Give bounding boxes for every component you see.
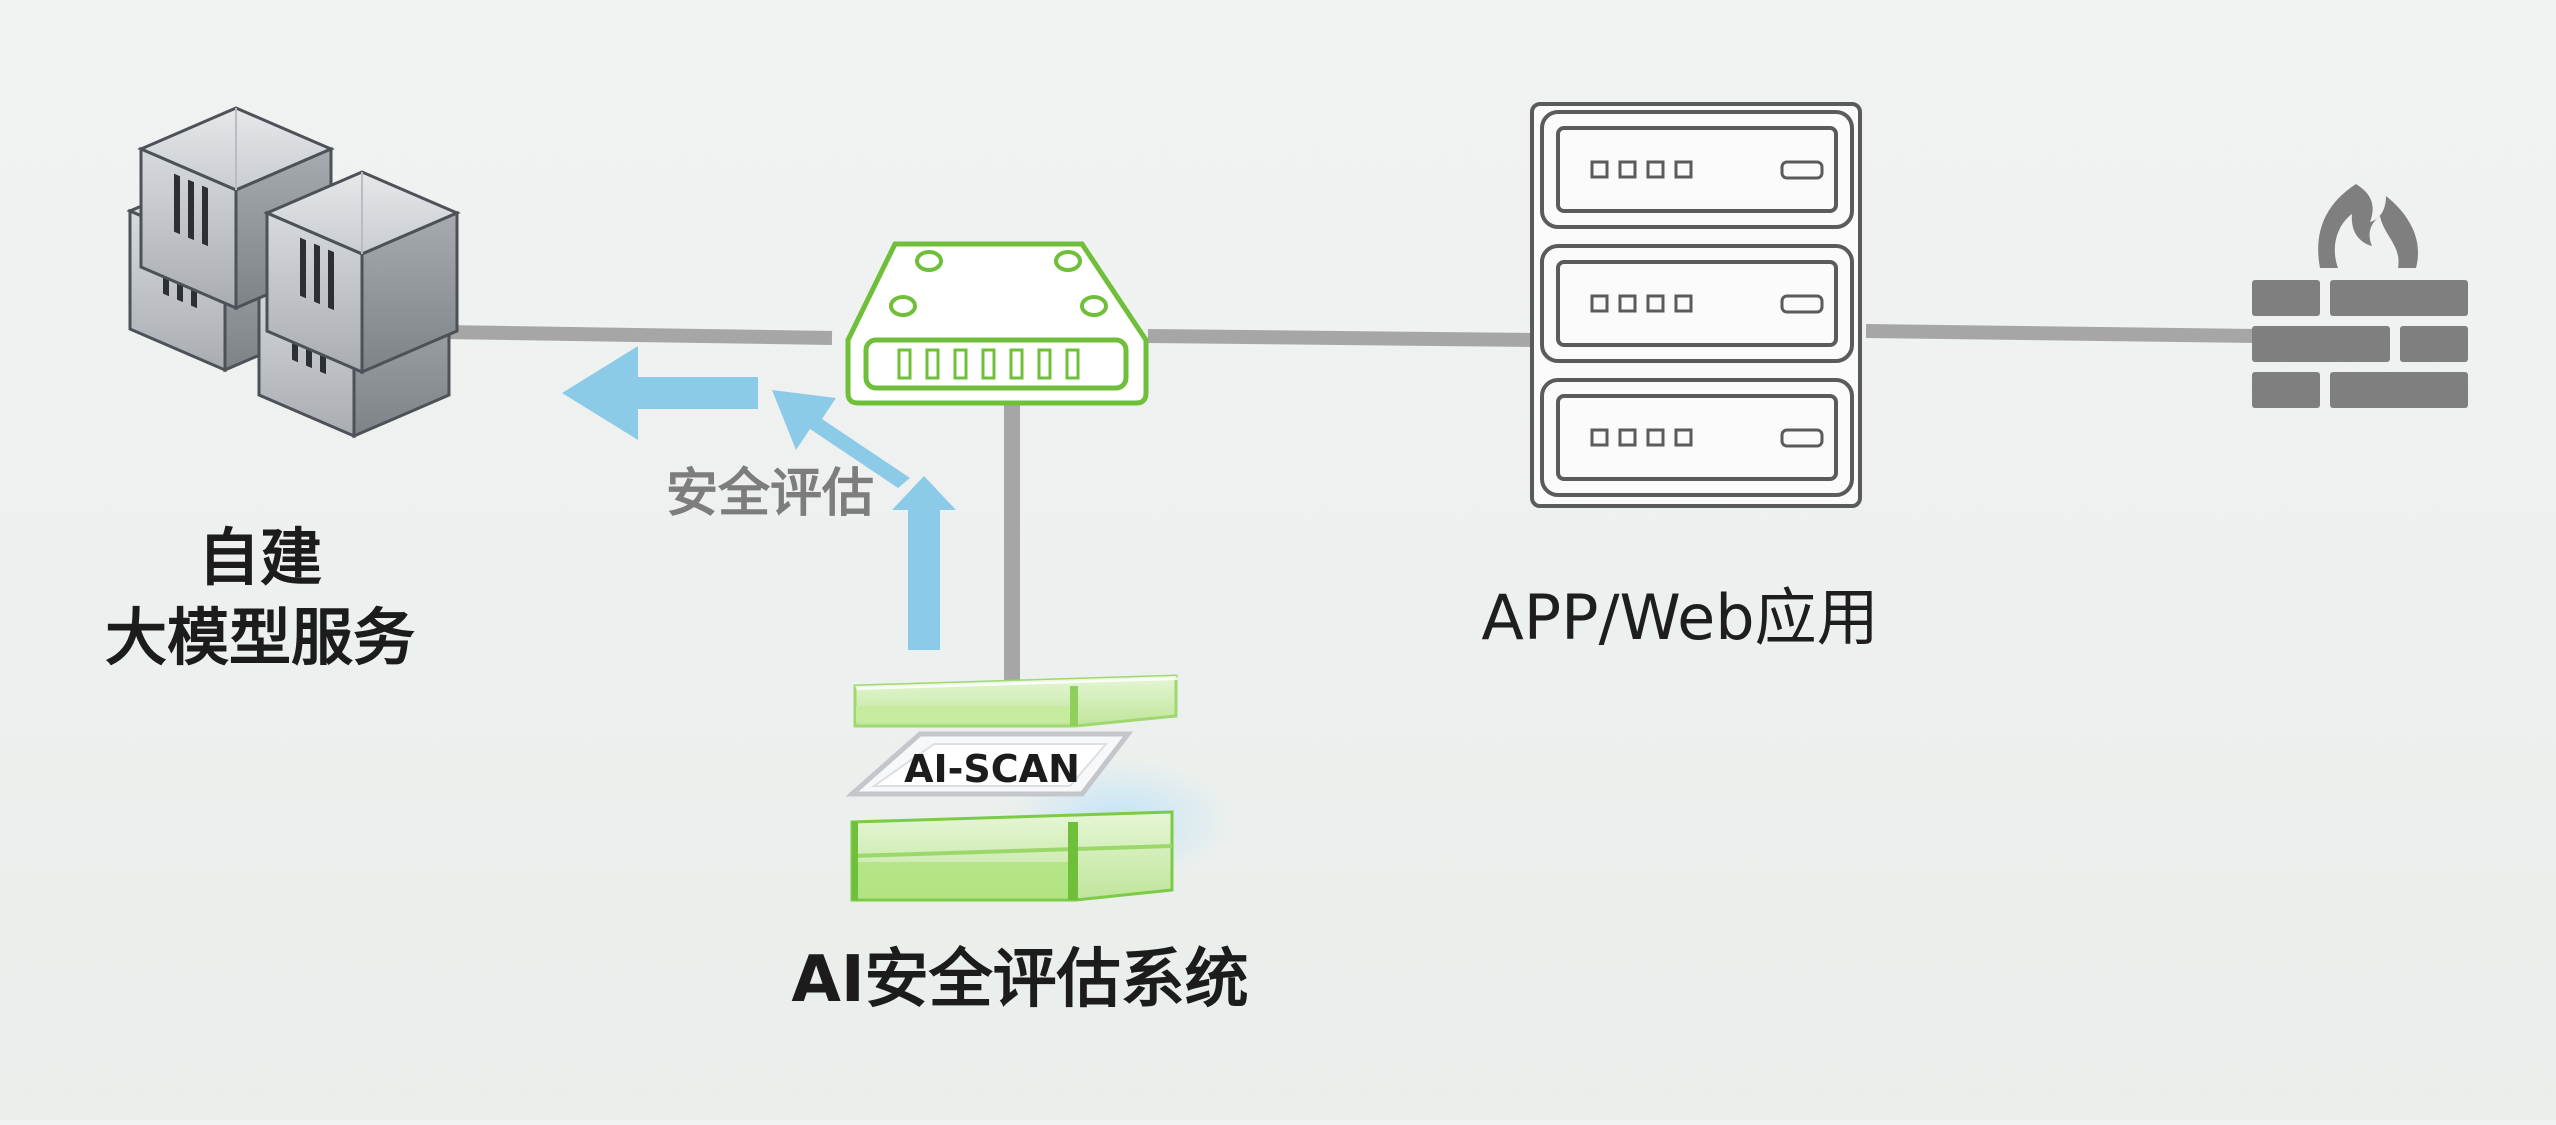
app-web-label: APP/Web应用 bbox=[1481, 581, 1879, 654]
network-switch-icon bbox=[845, 241, 1149, 406]
self-hosted-llm-label-line2: 大模型服务 bbox=[104, 601, 415, 674]
assessment-arrows bbox=[562, 346, 956, 650]
arrow-up-icon bbox=[892, 476, 956, 650]
link-llm-switch bbox=[442, 325, 833, 345]
arrow-left-icon bbox=[562, 346, 758, 440]
ai-security-system-label: AI安全评估系统 bbox=[791, 943, 1249, 1017]
scanner-appliance-icon bbox=[845, 674, 1230, 902]
firewall-icon bbox=[2252, 184, 2468, 408]
self-hosted-llm-label: 自建 大模型服务 bbox=[60, 518, 460, 678]
link-app-firewall bbox=[1865, 324, 2259, 343]
server-cubes-icon bbox=[128, 106, 459, 438]
link-switch-app bbox=[1147, 329, 1535, 347]
arrow-diagonal-icon bbox=[772, 390, 910, 488]
self-hosted-llm-label-line1: 自建 bbox=[197, 521, 322, 594]
security-assessment-label: 安全评估 bbox=[665, 464, 874, 524]
network-links bbox=[442, 324, 2259, 680]
server-rack-icon bbox=[1530, 102, 1862, 508]
ai-scan-device-label: AI-SCAN bbox=[904, 747, 1080, 791]
